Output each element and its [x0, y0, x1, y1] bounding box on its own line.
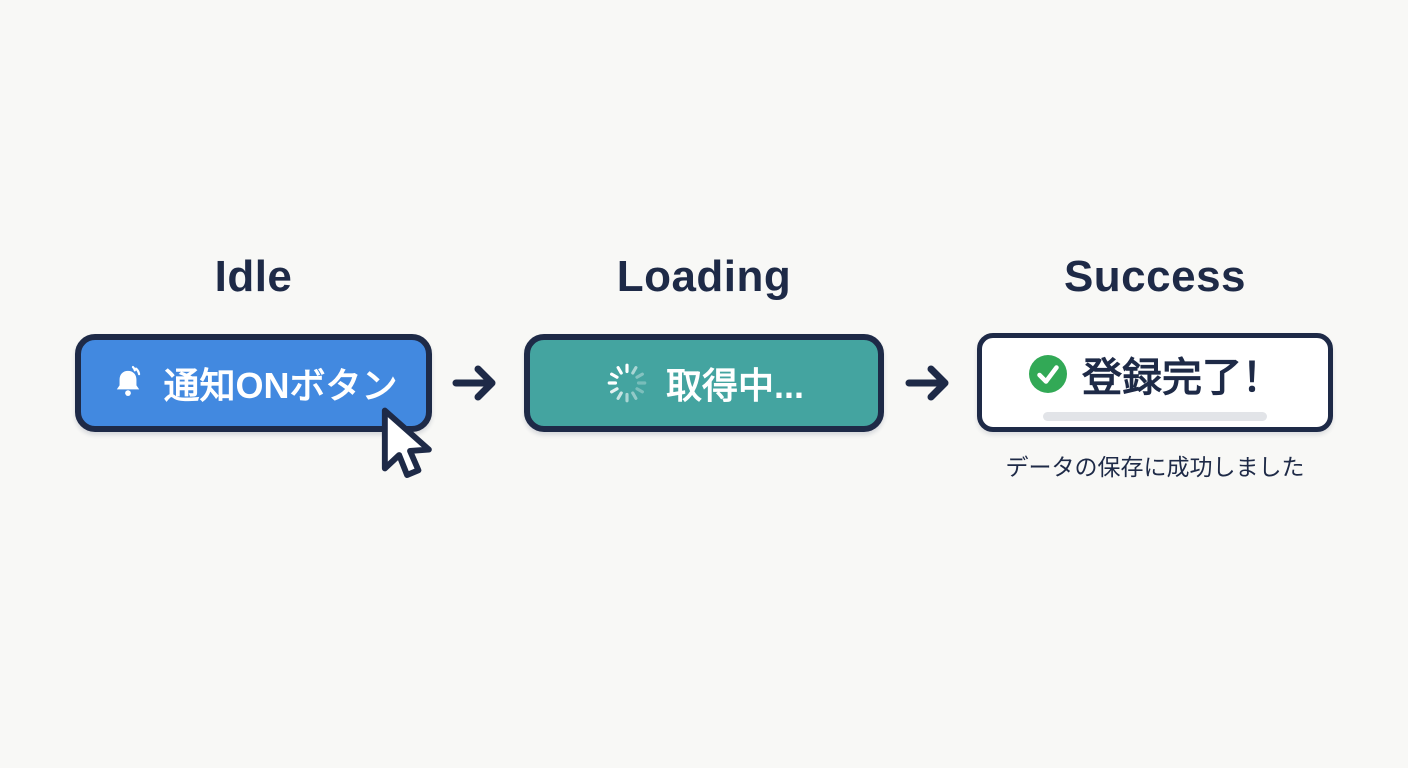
loading-button-label: 取得中... [665, 365, 804, 406]
success-subtitle: データの保存に成功しました [1005, 454, 1305, 480]
stage-label-idle: Idle [214, 252, 293, 301]
stage-label-loading: Loading [616, 252, 792, 301]
notification-on-button[interactable]: 通知ONボタン [75, 334, 432, 432]
check-circle-icon [1028, 354, 1068, 394]
success-card-text: 登録完了！ [1082, 355, 1282, 400]
arrow-right-icon [452, 361, 502, 405]
cursor-pointer-icon [371, 406, 435, 490]
bell-icon [109, 364, 147, 402]
stage-label-success: Success [1063, 252, 1247, 301]
loading-button[interactable]: 取得中... [524, 334, 884, 432]
spinner-icon [604, 360, 650, 406]
success-card: 登録完了！ [977, 333, 1333, 432]
notification-on-button-label: 通知ONボタン [163, 365, 398, 406]
arrow-right-icon [905, 361, 955, 405]
success-underline-bar [1043, 411, 1267, 421]
